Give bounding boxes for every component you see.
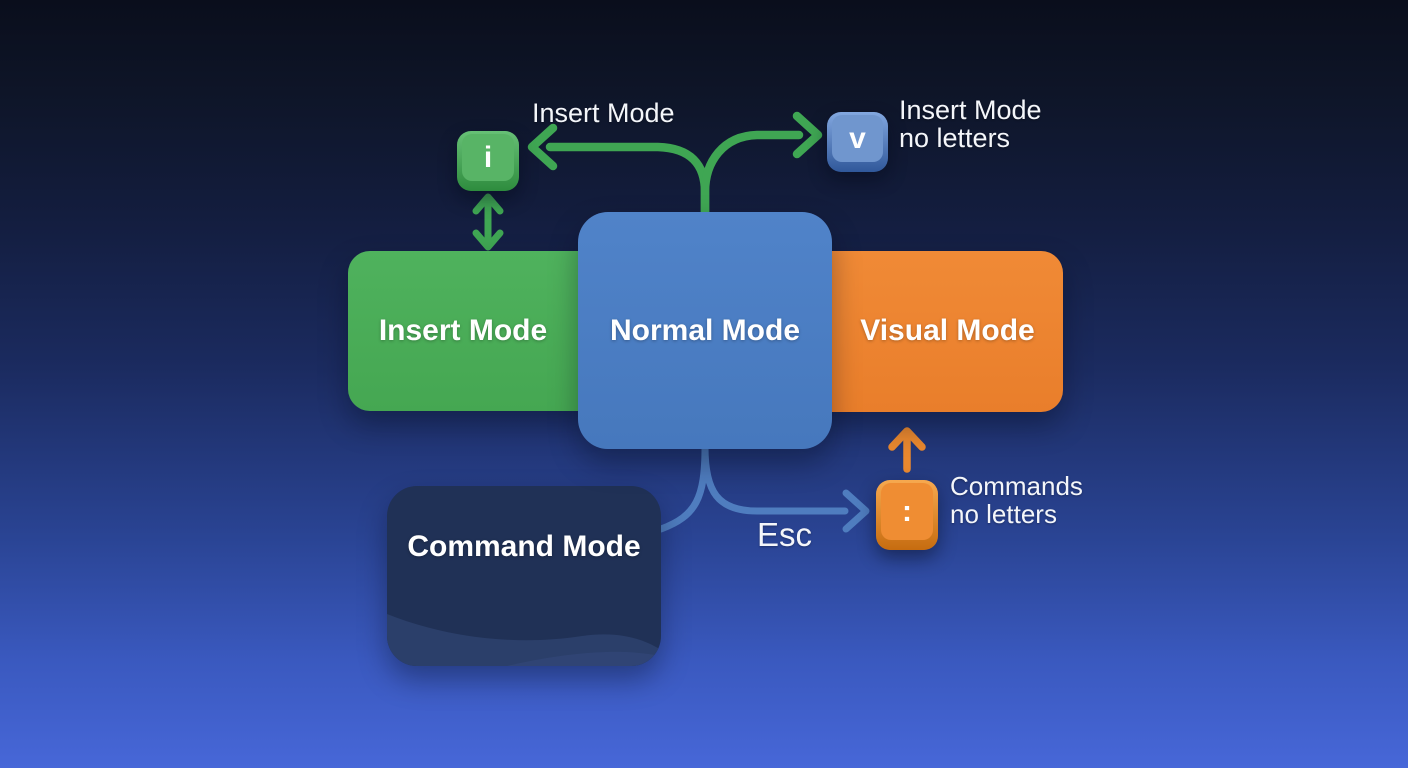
v-keycap-label: v xyxy=(832,115,883,162)
colon-key-caption: Commands no letters xyxy=(950,472,1083,528)
command-mode-box xyxy=(387,486,661,666)
visual-mode-label: Visual Mode xyxy=(860,314,1035,347)
colon-keycap-label: : xyxy=(881,483,933,540)
i-key-insert-double-arrow xyxy=(472,193,504,251)
v-key-caption-line2: no letters xyxy=(899,123,1011,153)
command-box-wave-decoration xyxy=(387,614,661,666)
colon-keycap: : xyxy=(876,480,938,550)
v-keycap: v xyxy=(827,112,888,172)
insert-mode-box xyxy=(348,251,600,411)
i-keycap: i xyxy=(457,131,519,191)
normal-to-colon-key-arrow xyxy=(701,443,870,533)
i-keycap-label: i xyxy=(462,134,514,181)
v-key-caption-line1: Insert Mode xyxy=(899,95,1042,125)
colon-key-to-visual-arrow xyxy=(888,427,926,473)
command-mode-label: Command Mode xyxy=(407,530,641,563)
colon-key-caption-line1: Commands xyxy=(950,471,1083,501)
normal-to-insert-arrow xyxy=(527,123,710,221)
insert-mode-label: Insert Mode xyxy=(378,314,548,347)
colon-key-caption-line2: no letters xyxy=(950,499,1057,529)
v-key-caption: Insert Mode no letters xyxy=(899,96,1042,152)
insert-mode-arrow-caption: Insert Mode xyxy=(532,98,675,128)
normal-to-command-connector xyxy=(657,443,709,533)
normal-mode-box xyxy=(578,212,832,449)
visual-mode-box xyxy=(802,251,1063,412)
normal-to-v-key-arrow xyxy=(700,111,823,221)
esc-label: Esc xyxy=(757,516,813,553)
normal-mode-label: Normal Mode xyxy=(609,314,801,347)
